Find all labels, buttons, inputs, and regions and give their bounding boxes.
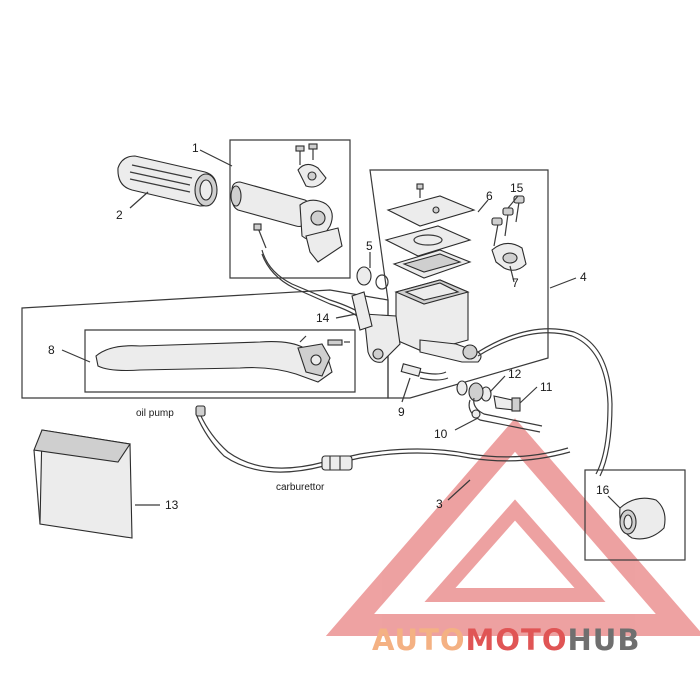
group-box-bushing [584,469,686,561]
callout-7: 7 [512,276,519,290]
group-box-throttle [229,139,351,279]
callout-15: 15 [510,181,524,195]
watermark-text: AUTOMOTOHUB [372,623,640,657]
throttle-assembly [230,143,343,263]
callout-8: 8 [48,343,55,357]
watermark-moto: MOTO [466,623,568,657]
label-carburettor: carburettor [276,482,325,493]
callout-2: 2 [116,208,123,222]
callout-5: 5 [366,239,373,253]
callout-14: 14 [316,311,330,325]
clamp-7 [491,242,527,271]
brake-lever [95,335,350,383]
callout-1: 1 [192,141,199,155]
master-cylinder [351,279,482,363]
cable-3 [195,405,571,473]
callout-13: 13 [165,498,179,512]
switch-5 [356,266,389,290]
watermark-auto: AUTO [372,623,466,657]
screws-15 [491,195,525,247]
inner-box-lever [84,329,356,393]
callout-9: 9 [398,405,405,419]
callout-10: 10 [434,427,448,441]
rubber-grip [117,155,218,207]
brake-hose [477,328,613,477]
callout-4: 4 [580,270,587,284]
throttle-cable [261,249,369,319]
manual-booklet-13 [33,429,133,539]
callout-12: 12 [508,367,522,381]
brake-switch-9 [400,363,449,381]
bushing-16 [619,497,666,540]
callout-6: 6 [486,189,493,203]
label-oil-pump: oil pump [136,408,174,419]
reservoir-cap-stack [384,183,476,279]
callout-3: 3 [436,497,443,511]
leader-lines [61,149,621,509]
watermark-hub: HUB [568,623,641,657]
watermark-logo [325,418,700,636]
callout-16: 16 [596,483,610,497]
callout-11: 11 [540,380,553,394]
banjo-fitting [456,380,543,433]
